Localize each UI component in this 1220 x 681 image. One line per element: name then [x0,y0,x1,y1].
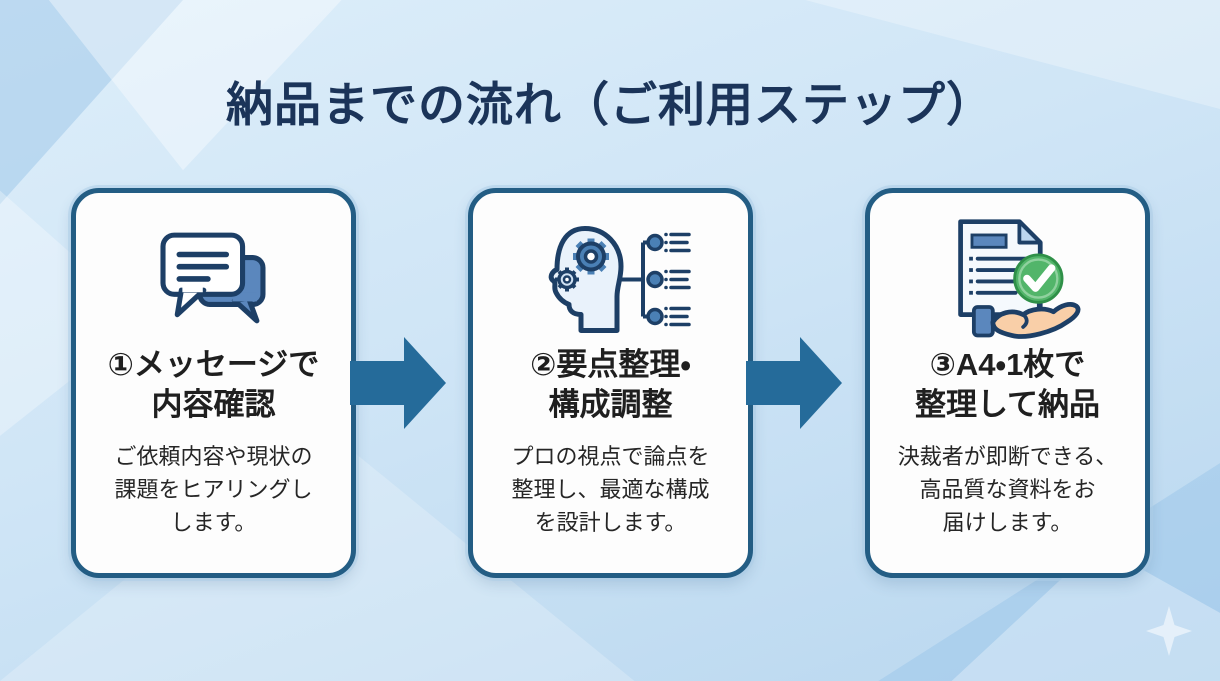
step-2-heading-line2: 構成調整 [548,386,673,422]
page-title: 納品までの流れ（ご利用ステップ） [226,78,994,131]
list-lines [668,232,691,327]
document-bullets [968,256,973,295]
arrow-step1-to-step2 [350,337,446,429]
step-1-description-line1: ご依頼内容や現状の [114,444,313,470]
step-2-description-line1: プロの視点で論点を [511,444,710,470]
document-check-hand-icon [957,219,1080,339]
chat-bubbles-icon [159,232,266,324]
step-1-heading-line2: 内容確認 [151,386,276,422]
step-3-description-line3: 届けします。 [942,510,1073,536]
step-card-1: ①メッセージで内容確認 ご依頼内容や現状の 課題をヒアリングし します。 [71,188,356,578]
step-2-heading: ②要点整理・構成調整 [530,345,691,424]
head-gears-icon [548,226,691,333]
step-1-heading: ①メッセージで内容確認 [108,345,320,424]
arrow-head [800,337,842,429]
arrow-head [404,337,446,429]
list-dots [663,232,668,327]
step-3-heading: ③A4・1枚で整理して納品 [915,345,1100,424]
step-1-description: ご依頼内容や現状の 課題をヒアリングし します。 [114,440,312,539]
step-3-description-line2: 高品質な資料をお [919,477,1096,503]
step-1-description-line2: 課題をヒアリングし [114,477,313,503]
step-3-heading-line1: ③A4・1枚で [929,347,1086,382]
step-1-description-line3: します。 [170,510,257,536]
arrow-step2-to-step3 [746,337,842,429]
arrow-shaft [350,361,406,405]
step-card-2: ②要点整理・構成調整 プロの視点で論点を 整理し、最適な構成 を設計します。 [468,188,753,578]
step-3-icon-area [928,217,1088,343]
step-3-description-line1: 決裁者が即断できる、 [897,444,1118,470]
step-1-heading-line1: ①メッセージで [107,347,320,382]
sparkle-icon [1146,606,1192,656]
step-3-description: 決裁者が即断できる、 高品質な資料をお 届けします。 [898,440,1118,539]
arrow-shaft [746,361,802,405]
step-2-description-line3: を設計します。 [534,510,687,536]
step-2-description: プロの視点で論点を 整理し、最適な構成 を設計します。 [511,440,709,539]
step-2-heading-line1: ②要点整理・ [530,347,691,382]
step-3-heading-line2: 整理して納品 [914,386,1101,422]
sleeve [971,305,995,338]
step-2-icon-area [531,217,691,343]
step-2-description-line2: 整理し、最適な構成 [511,477,710,503]
step-1-icon-area [155,217,273,343]
step-card-3: ③A4・1枚で整理して納品 決裁者が即断できる、 高品質な資料をお 届けします。 [865,188,1150,578]
check-mark [1022,264,1055,292]
